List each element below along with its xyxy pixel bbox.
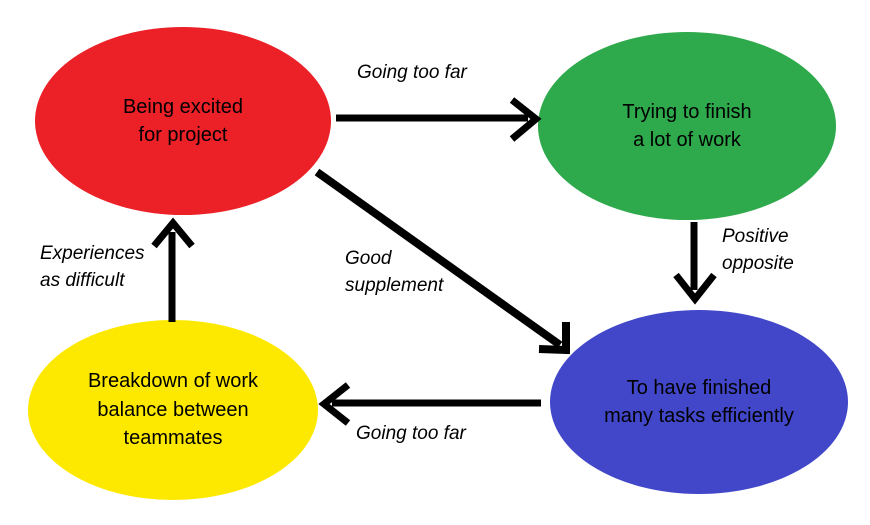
edge-label-experiences-as-difficult: Experiences as difficult: [40, 243, 145, 291]
node-ellipse-tasks-efficient[interactable]: [550, 310, 848, 494]
arrow-excited-to-tasks: [314, 168, 570, 355]
arrow-excited-to-finish: [336, 97, 542, 142]
arrow-tasks-to-breakdown: [318, 382, 541, 426]
arrow-breakdown-to-excited: [151, 217, 195, 322]
edge-label-good-supplement: Good supplement: [345, 248, 444, 296]
edge-label-going-too-far-bottom: Going too far: [356, 423, 466, 444]
arrow-finish-to-tasks: [673, 222, 717, 305]
node-ellipse-breakdown[interactable]: [28, 320, 318, 500]
edge-label-going-too-far-top: Going too far: [357, 62, 467, 83]
edge-label-positive-opposite: Positive opposite: [722, 226, 794, 274]
node-ellipse-finish-work[interactable]: [538, 32, 836, 220]
node-ellipse-excited[interactable]: [35, 27, 331, 215]
